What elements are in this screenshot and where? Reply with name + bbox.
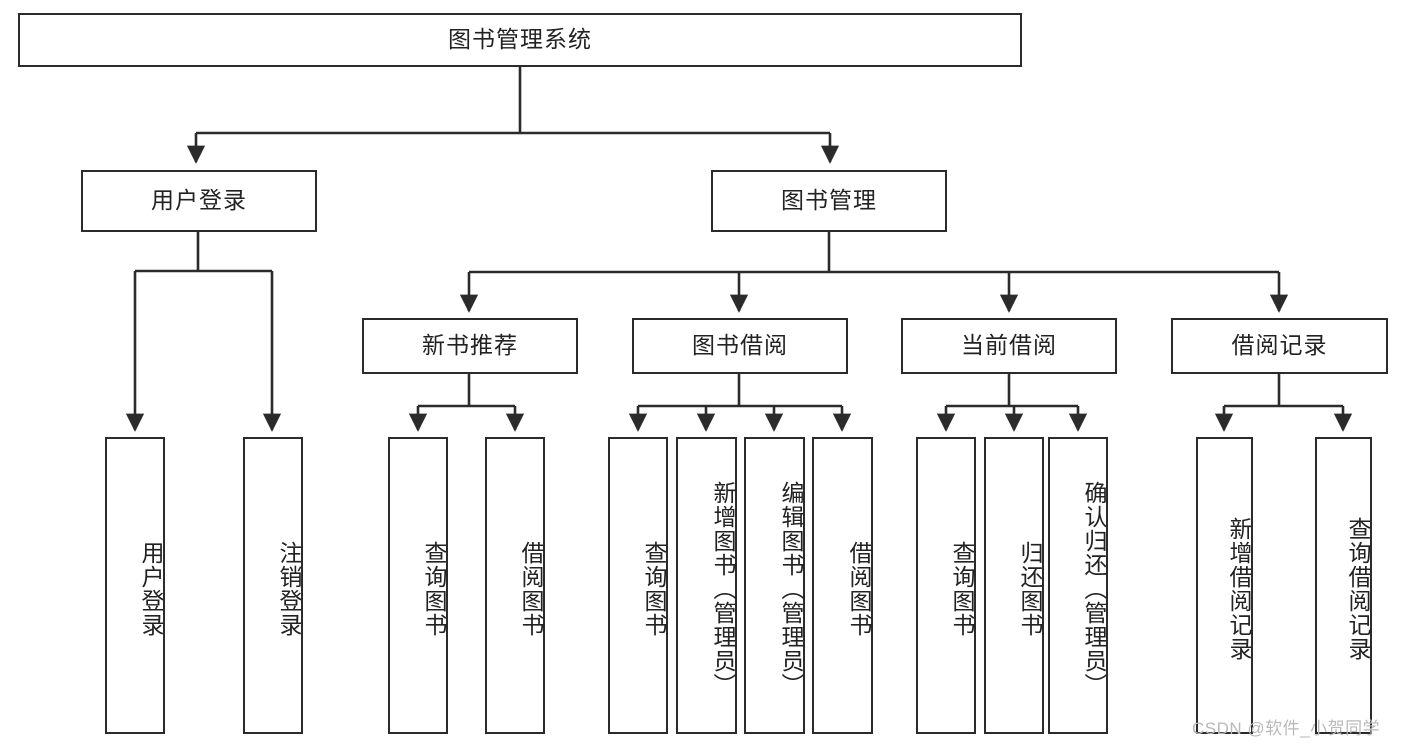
leaf-edit-book-admin-label: 编辑图书（管理员）: [778, 480, 804, 697]
node-book-borrow[interactable]: 图书借阅: [632, 318, 848, 374]
leaf-user-login-label: 用户登录: [138, 540, 164, 637]
node-borrow-record[interactable]: 借阅记录: [1171, 318, 1388, 374]
leaf-confirm-return-admin[interactable]: 确认归还（管理员）: [1048, 437, 1108, 734]
watermark: CSDN @软件_小贺同学: [1192, 719, 1381, 738]
node-user-login-label: 用户登录: [151, 187, 247, 214]
node-root[interactable]: 图书管理系统: [18, 13, 1022, 67]
node-book-manage-label: 图书管理: [781, 187, 877, 214]
leaf-query-borrow-record[interactable]: 查询借阅记录: [1315, 437, 1372, 734]
leaf-query-book-new[interactable]: 查询图书: [388, 437, 448, 734]
node-root-label: 图书管理系统: [448, 26, 592, 53]
leaf-add-book-admin-label: 新增图书（管理员）: [710, 480, 736, 697]
leaf-edit-book-admin[interactable]: 编辑图书（管理员）: [744, 437, 805, 734]
node-new-book-recommend[interactable]: 新书推荐: [362, 318, 578, 374]
leaf-borrow-book[interactable]: 借阅图书: [812, 437, 873, 734]
node-book-borrow-label: 图书借阅: [692, 332, 788, 359]
node-borrow-record-label: 借阅记录: [1231, 332, 1328, 359]
leaf-query-borrow-record-label: 查询借阅记录: [1345, 516, 1371, 661]
leaf-user-login[interactable]: 用户登录: [105, 437, 165, 734]
leaf-query-book-borrow-label: 查询图书: [641, 540, 667, 637]
leaf-confirm-return-admin-label: 确认归还（管理员）: [1081, 480, 1107, 697]
leaf-add-book-admin[interactable]: 新增图书（管理员）: [676, 437, 737, 734]
leaf-return-book[interactable]: 归还图书: [984, 437, 1044, 734]
node-current-borrow[interactable]: 当前借阅: [901, 318, 1117, 374]
leaf-query-book-current-label: 查询图书: [949, 540, 975, 637]
node-new-book-recommend-label: 新书推荐: [422, 332, 518, 359]
node-user-login[interactable]: 用户登录: [81, 170, 317, 232]
leaf-logout-label: 注销登录: [276, 540, 302, 637]
node-book-manage[interactable]: 图书管理: [711, 170, 947, 232]
leaf-query-book-new-label: 查询图书: [421, 540, 447, 637]
leaf-query-book-current[interactable]: 查询图书: [916, 437, 976, 734]
leaf-add-borrow-record[interactable]: 新增借阅记录: [1196, 437, 1253, 734]
leaf-logout[interactable]: 注销登录: [243, 437, 303, 734]
leaf-borrow-book-label: 借阅图书: [846, 540, 872, 637]
leaf-add-borrow-record-label: 新增借阅记录: [1226, 516, 1252, 661]
leaf-borrow-book-new-label: 借阅图书: [518, 540, 544, 637]
leaf-return-book-label: 归还图书: [1017, 540, 1043, 637]
node-current-borrow-label: 当前借阅: [961, 332, 1057, 359]
leaf-query-book-borrow[interactable]: 查询图书: [608, 437, 668, 734]
leaf-borrow-book-new[interactable]: 借阅图书: [485, 437, 545, 734]
